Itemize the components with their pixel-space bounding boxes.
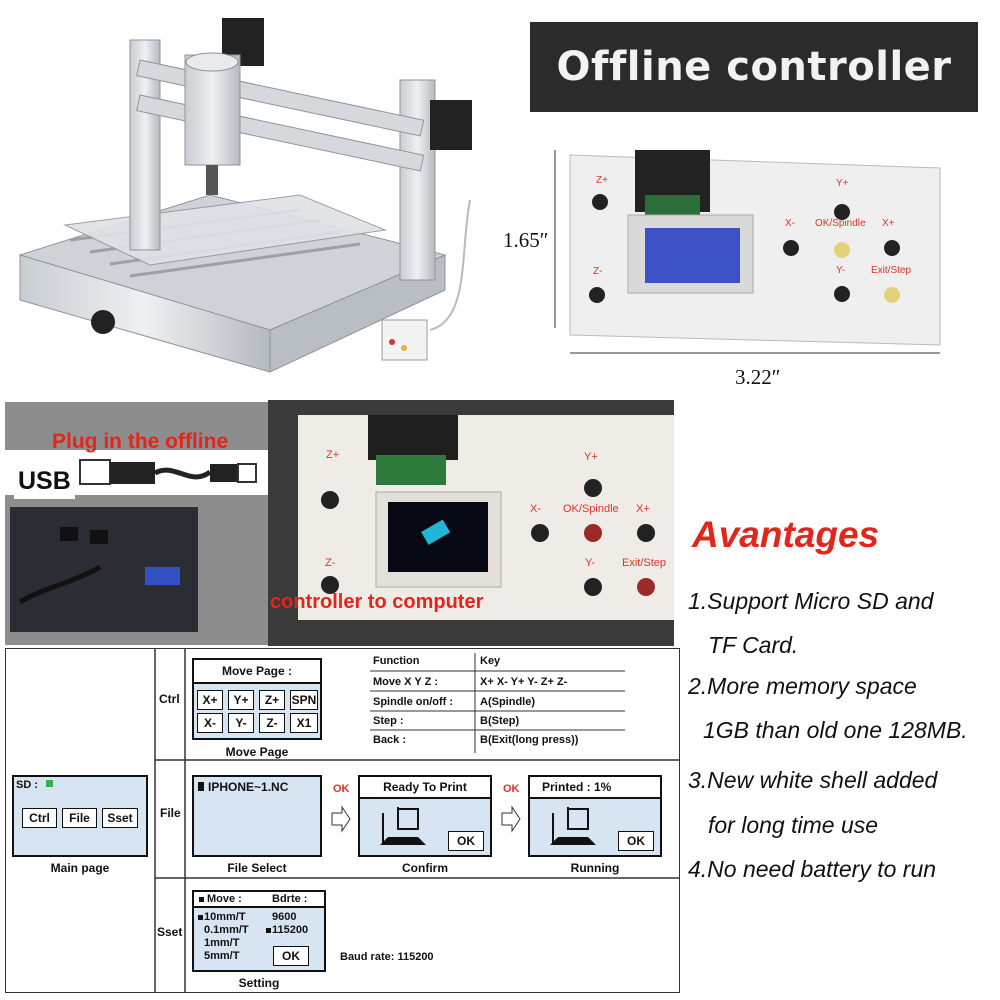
top-yplus-label: Y+ xyxy=(836,178,849,189)
table-row-spindle-function: Spindle on/off : xyxy=(373,696,454,708)
ok-arrow-label-1: OK xyxy=(333,783,350,795)
move-x1-button[interactable]: X1 xyxy=(290,713,318,733)
top-zminus-label: Z- xyxy=(593,266,603,277)
baud-selected-icon xyxy=(266,928,271,933)
sset-button[interactable]: Sset xyxy=(102,808,138,828)
photo-exit-step-label: Exit/Step xyxy=(622,557,667,569)
setting-move-label: Move : xyxy=(207,893,242,905)
plug-in-text: Plug in the offline xyxy=(52,430,229,453)
file-cursor-icon xyxy=(198,782,204,791)
ok-arrow-label-2: OK xyxy=(503,783,520,795)
table-row-back-key: B(Exit(long press)) xyxy=(480,734,579,746)
move-zplus-button[interactable]: Z+ xyxy=(259,690,285,710)
diagram-grid-lines xyxy=(154,648,680,993)
confirm-ok-button[interactable]: OK xyxy=(448,831,484,851)
offline-controller-banner: Offline controller xyxy=(530,22,978,112)
advantage-line-2: TF Card. xyxy=(708,632,799,658)
advantage-line-5: 3.New white shell added xyxy=(688,767,938,793)
move-selected-icon xyxy=(199,897,204,902)
top-xminus-label: X- xyxy=(785,218,795,229)
confirm-caption: Confirm xyxy=(402,861,448,875)
controller-photo xyxy=(268,400,674,646)
cnc-icon xyxy=(380,807,426,845)
table-row-step-key: B(Step) xyxy=(480,715,520,727)
menu-diagram xyxy=(5,648,680,993)
move-xplus-button[interactable]: X+ xyxy=(197,690,223,710)
usb-label: USB xyxy=(14,464,75,499)
photo-xplus-label: X+ xyxy=(636,503,650,515)
advantage-line-1: 1.Support Micro SD and xyxy=(688,588,934,614)
photo-ok-spindle-label: OK/Spindle xyxy=(563,503,619,515)
move-option-1mm[interactable]: 1mm/T xyxy=(204,937,240,949)
top-xplus-label: X+ xyxy=(882,218,895,229)
table-row-move-function: Move X Y Z : xyxy=(373,676,439,688)
table-row-back-function: Back : xyxy=(373,734,407,746)
move-zminus-button[interactable]: Z- xyxy=(259,713,285,733)
row-label-ctrl: Ctrl xyxy=(159,692,180,706)
file-name[interactable]: IPHONE~1.NC xyxy=(208,780,289,794)
row-label-file: File xyxy=(160,806,181,820)
running-ok-button[interactable]: OK xyxy=(618,831,654,851)
move-yminus-button[interactable]: Y- xyxy=(228,713,254,733)
top-ok-spindle-label: OK/Spindle xyxy=(815,218,866,229)
advantages-title: Avantages xyxy=(692,514,880,555)
move-option-5mm[interactable]: 5mm/T xyxy=(204,950,240,962)
table-header-key: Key xyxy=(480,655,501,667)
move-option-10mm[interactable]: 10mm/T xyxy=(204,911,246,923)
running-title: Printed : 1% xyxy=(530,777,660,799)
running-caption: Running xyxy=(570,861,620,875)
table-row-step-function: Step : xyxy=(373,715,404,727)
table-row-move-key: X+ X- Y+ Y- Z+ Z- xyxy=(480,676,568,688)
table-header-function: Function xyxy=(373,655,420,667)
row-label-sset: Sset xyxy=(157,925,183,939)
table-row-spindle-key: A(Spindle) xyxy=(480,696,535,708)
file-select-screen xyxy=(192,775,322,857)
photo-xminus-label: X- xyxy=(530,503,541,515)
sd-label: SD : xyxy=(16,779,38,791)
move-yplus-button[interactable]: Y+ xyxy=(228,690,254,710)
move-page-title: Move Page : xyxy=(194,660,320,684)
file-select-caption: File Select xyxy=(227,861,287,875)
photo-zplus-label: Z+ xyxy=(326,449,340,461)
move-spn-button[interactable]: SPN xyxy=(290,690,318,710)
setting-header xyxy=(194,892,324,908)
move-value-selected-icon xyxy=(198,915,203,920)
top-exit-step-label: Exit/Step xyxy=(871,265,912,276)
sd-status-indicator xyxy=(46,780,53,787)
setting-ok-button[interactable]: OK xyxy=(273,946,309,966)
advantage-line-3: 2.More memory space xyxy=(688,673,917,699)
height-dimension: 1.65″ xyxy=(503,228,549,252)
move-xminus-button[interactable]: X- xyxy=(197,713,223,733)
top-yminus-label: Y- xyxy=(836,265,846,276)
photo-yplus-label: Y+ xyxy=(584,451,598,463)
advantage-line-6: for long time use xyxy=(708,812,879,838)
advantage-line-4: 1GB than old one 128MB. xyxy=(703,717,968,743)
main-page-caption: Main page xyxy=(50,861,110,875)
controller-dimension-drawing xyxy=(554,150,941,354)
advantage-line-7: 4.No need battery to run xyxy=(688,856,937,882)
move-option-0-1mm[interactable]: 0.1mm/T xyxy=(204,924,249,936)
baud-option-115200[interactable]: 115200 xyxy=(272,924,309,936)
baud-rate-note: Baud rate: 115200 xyxy=(340,951,434,963)
ctrl-button[interactable]: Ctrl xyxy=(22,808,57,828)
cnc-icon xyxy=(550,807,596,845)
width-dimension: 3.22″ xyxy=(735,365,781,389)
setting-bdrte-label: Bdrte : xyxy=(272,893,308,905)
setting-caption: Setting xyxy=(238,976,280,990)
baud-option-9600[interactable]: 9600 xyxy=(272,911,297,923)
photo-yminus-label: Y- xyxy=(585,557,595,569)
top-zplus-label: Z+ xyxy=(596,175,608,186)
cnc-machine-image xyxy=(18,18,472,373)
photo-zminus-label: Z- xyxy=(325,557,336,569)
file-button[interactable]: File xyxy=(62,808,97,828)
usb-connection-photo xyxy=(5,402,268,645)
controller-to-computer-text: controller to computer xyxy=(270,591,484,613)
confirm-title: Ready To Print xyxy=(360,777,490,799)
move-page-caption: Move Page xyxy=(225,745,289,759)
